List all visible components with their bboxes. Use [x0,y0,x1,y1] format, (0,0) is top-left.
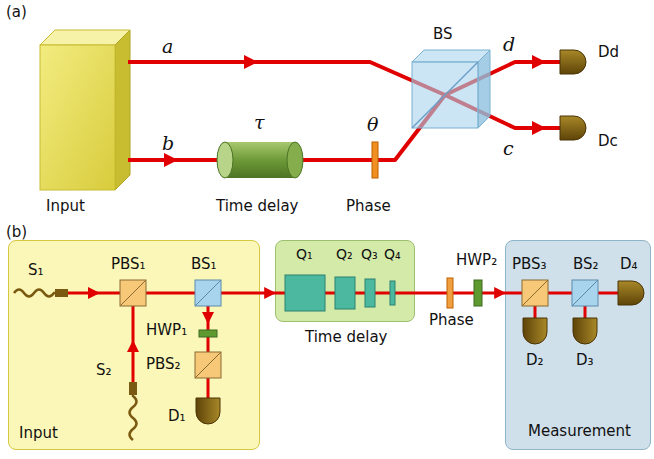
detector-name: D₁ [168,408,186,425]
beam-name: b [162,133,174,155]
phase-plate [372,142,378,178]
detector [560,50,586,74]
part-name: PBS₂ [146,356,181,373]
part-name: HWP₁ [146,322,187,339]
part-name: Q₄ [384,246,401,262]
beam [128,62,560,160]
detector [523,318,547,344]
beam-arrow [164,55,546,167]
fiber [14,290,137,441]
node-label: Input [19,425,58,442]
part-name: Q₂ [336,246,353,262]
source [129,382,137,395]
detector [196,398,220,424]
delay-symbol: τ [254,112,265,134]
quartz-plate [285,275,395,311]
delay-cylinder [217,142,303,178]
node-label: Time delay [305,329,387,346]
detector [573,318,597,344]
beam-connector [415,292,505,295]
part-name: BS₁ [191,256,217,273]
beam-connector [260,292,275,295]
part-name: PBS₁ [111,256,146,273]
node-label: Input [46,198,85,215]
part-name: PBS₃ [512,256,547,273]
part-name: S₂ [96,362,112,379]
source [55,289,68,297]
beam-arrow [88,287,214,352]
panel-tag: (a) [6,4,27,21]
part-name: Time delay [216,198,298,215]
beam [68,293,618,398]
part-name: S₁ [28,262,44,279]
input-source-box: Input [40,30,130,190]
waveplate [474,280,482,306]
part-name: BS [433,26,453,43]
phase-plate [447,278,453,308]
beam-name: d [503,34,515,56]
detector-name: Dc [598,133,618,150]
detector-name: D₃ [576,352,594,369]
part-name: BS₂ [573,256,599,273]
detector [560,116,586,140]
panel-tag: (b) [6,224,27,241]
phase-symbol: θ [367,114,378,136]
detector [618,281,644,305]
detector [196,50,644,424]
part-name: Q₁ [296,246,313,262]
beam-name: a [162,36,173,58]
detector-name: D₂ [526,352,544,369]
detector-name: D₄ [620,256,638,273]
part-name: Phase [346,198,391,215]
cube [120,280,548,378]
beam-name: c [503,138,514,160]
part-name: HWP₂ [456,252,497,269]
input-box [40,30,130,190]
node-label: Measurement [528,423,631,440]
part-name: Phase [429,312,474,329]
cube [195,280,598,306]
waveplate [199,330,217,337]
part-name: Q₃ [361,246,378,262]
detector-name: Dd [598,44,619,61]
beam-splitter-cube [412,50,490,128]
